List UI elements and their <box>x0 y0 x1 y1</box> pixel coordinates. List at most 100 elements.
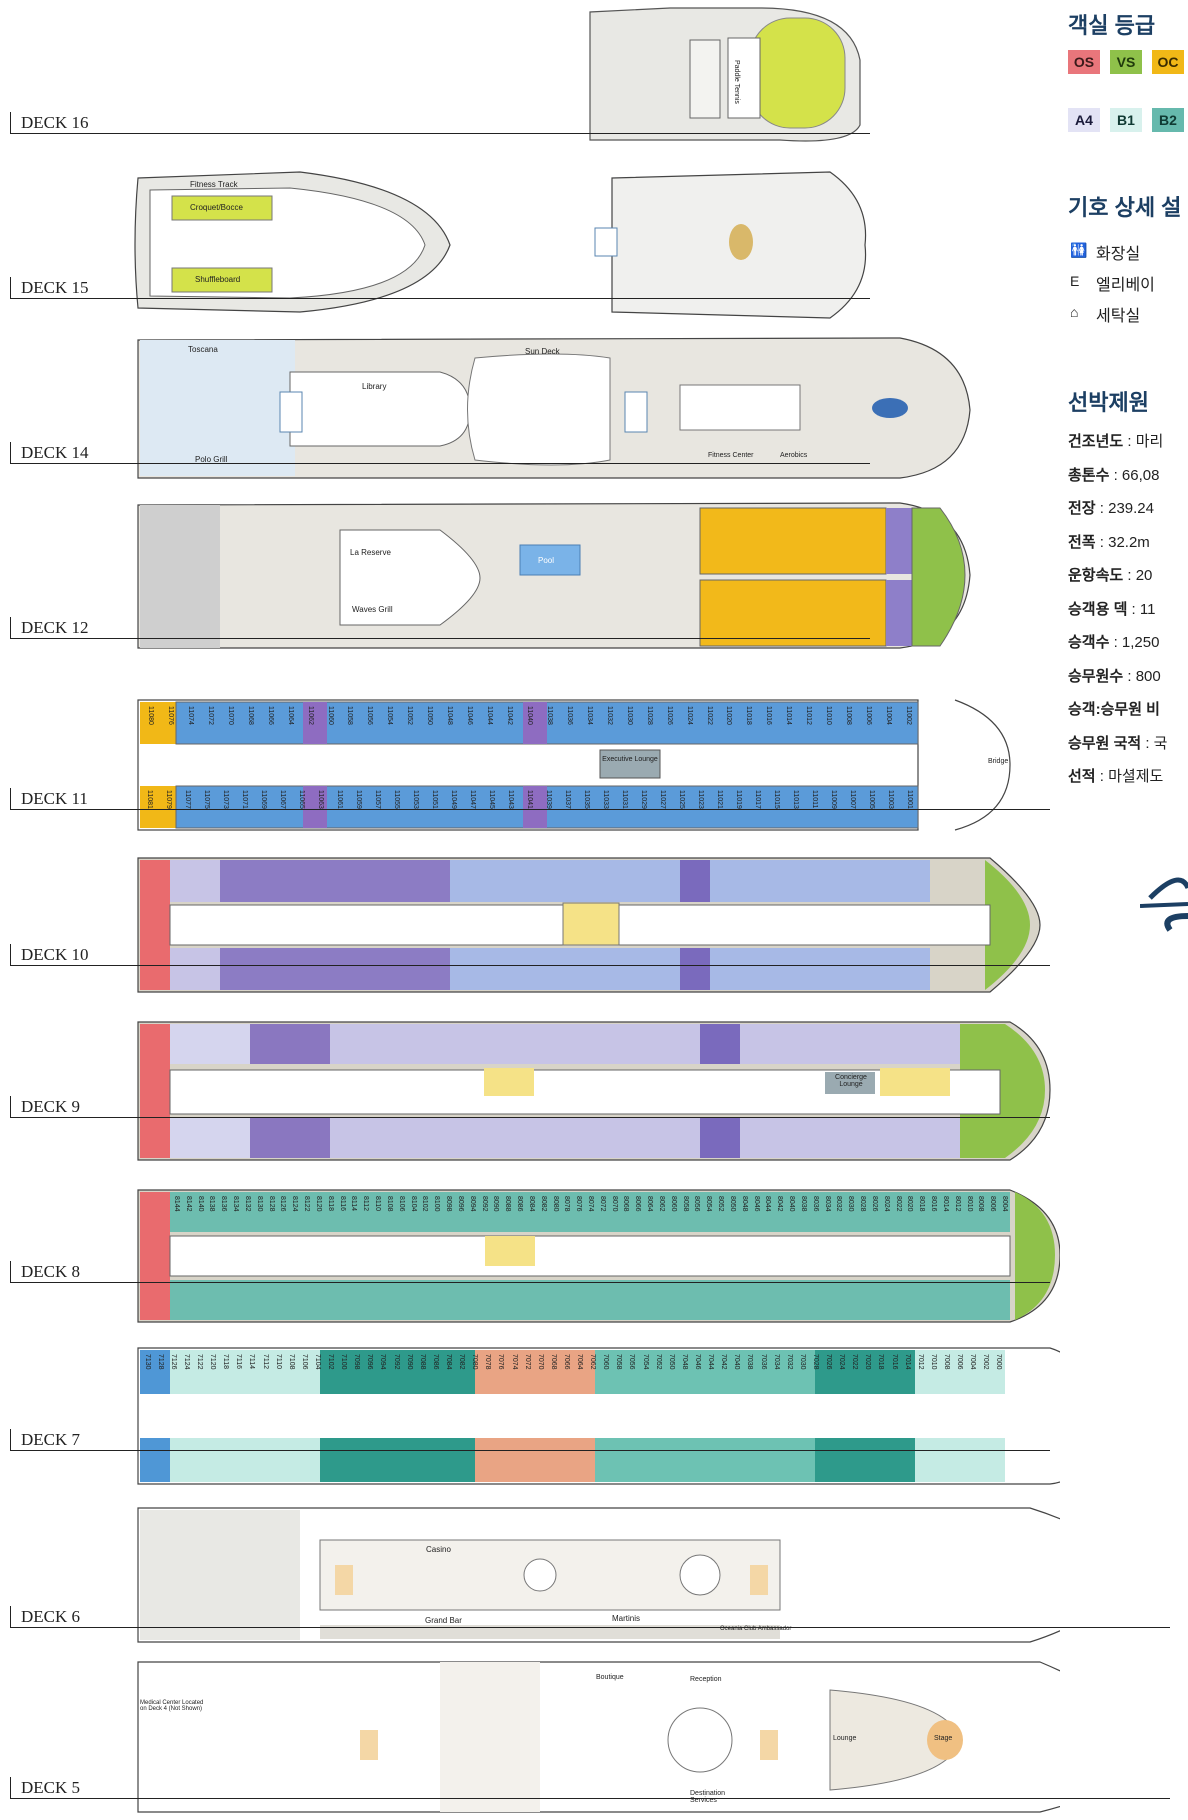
cabin-number: 11019 <box>734 790 742 809</box>
cabin-number: 7102 <box>327 1354 335 1370</box>
cabin-number: 8010 <box>965 1196 973 1212</box>
cabin-number: 7010 <box>929 1354 937 1370</box>
cabin-number: 8020 <box>906 1196 914 1212</box>
cabin-number: 8022 <box>894 1196 902 1212</box>
cabin-class-badge-a4: A4 <box>1068 108 1100 132</box>
cabin-number: 7126 <box>169 1354 177 1370</box>
cabin-number: 8018 <box>918 1196 926 1212</box>
cabin-number: 11062 <box>306 706 314 725</box>
deck14-plan <box>137 337 971 479</box>
deck12-plan <box>137 502 971 649</box>
deck7-plan <box>137 1347 1060 1485</box>
elevator-icon: E <box>1070 273 1080 289</box>
cabin-number: 11075 <box>203 790 211 809</box>
cabin-number: 7022 <box>851 1354 859 1370</box>
cabin-number: 11005 <box>867 790 875 809</box>
deck-label-deck-16: DECK 16 <box>10 112 89 134</box>
cabin-number: 11071 <box>241 790 249 809</box>
deck-divider <box>10 965 1050 966</box>
cabin-number: 11021 <box>715 790 723 809</box>
deck-divider <box>10 133 870 134</box>
cabin-number: 8130 <box>255 1196 263 1212</box>
area-fitness-track: Fitness Track <box>190 180 238 189</box>
cabin-number: 11031 <box>620 790 628 809</box>
cabin-number: 11041 <box>526 790 533 809</box>
deck-divider <box>10 638 870 639</box>
area-paddle-tennis: Paddle Tennis <box>733 60 740 104</box>
cabin-number: 11011 <box>810 790 818 809</box>
cabin-number: 11070 <box>226 706 234 725</box>
spec-key: 승무원 국적 <box>1068 734 1142 752</box>
deck-label-deck-8: DECK 8 <box>10 1261 80 1283</box>
cabin-number: 8054 <box>705 1196 713 1212</box>
spec-value: : 국 <box>1141 734 1168 752</box>
cabin-number: 8076 <box>575 1196 583 1212</box>
cabin-number: 8034 <box>823 1196 831 1212</box>
cabin-number: 7024 <box>838 1354 846 1370</box>
cabin-number: 11049 <box>450 790 458 809</box>
area-aerobics: Aerobics <box>780 452 808 459</box>
cabin-number: 7018 <box>877 1354 885 1370</box>
spec-row: 승객수 : 1,250 <box>1068 626 1167 660</box>
cabin-number: 8012 <box>953 1196 961 1212</box>
cabin-number: 8046 <box>752 1196 760 1212</box>
cabin-number: 11064 <box>286 706 294 725</box>
cabin-number: 11035 <box>582 790 590 809</box>
cabin-number: 7074 <box>510 1354 518 1370</box>
spec-key: 승무원수 <box>1068 667 1124 685</box>
cabin-number: 11076 <box>166 706 174 725</box>
cabin-number: 11009 <box>829 790 837 809</box>
cabin-number: 7006 <box>956 1354 964 1370</box>
cabin-number: 11016 <box>765 706 773 725</box>
restroom-icon: 🚻 <box>1070 242 1088 258</box>
cabin-number: 8052 <box>717 1196 725 1212</box>
oceania-logo <box>1140 877 1188 932</box>
cabin-number: 11077 <box>184 790 192 809</box>
cabin-number: 8100 <box>433 1196 441 1212</box>
cabin-number: 11069 <box>260 790 268 809</box>
cabin-number: 8064 <box>646 1196 654 1212</box>
cabin-number: 8044 <box>764 1196 772 1212</box>
cabin-number: 11059 <box>355 790 363 809</box>
deck10-plan <box>137 857 1041 993</box>
cabin-number: 7028 <box>811 1354 819 1370</box>
spec-value: : 마리 <box>1123 433 1164 450</box>
cabin-number: 11051 <box>431 790 439 809</box>
cabin-number: 7060 <box>602 1354 610 1370</box>
cabin-number: 8078 <box>563 1196 571 1212</box>
cabin-number: 7038 <box>746 1354 754 1370</box>
cabin-number: 7014 <box>903 1354 911 1370</box>
cabin-number: 7032 <box>785 1354 793 1370</box>
cabin-number: 8068 <box>622 1196 630 1212</box>
cabin-number: 8028 <box>859 1196 867 1212</box>
cabin-number: 7016 <box>890 1354 898 1370</box>
cabin-number: 8036 <box>811 1196 819 1212</box>
symbol-label: 엘리베이 <box>1096 277 1155 294</box>
deck-label-deck-9: DECK 9 <box>10 1096 80 1118</box>
cabin-number: 8092 <box>480 1196 488 1212</box>
cabin-number: 7030 <box>798 1354 806 1370</box>
deck-divider <box>10 1627 1170 1628</box>
spec-key: 총톤수 <box>1068 466 1110 484</box>
cabin-number: 7012 <box>916 1354 924 1370</box>
spec-value: : 1,250 <box>1109 634 1160 651</box>
cabin-number: 7066 <box>562 1354 570 1370</box>
area-bridge: Bridge <box>988 758 1009 765</box>
cabin-number: 7078 <box>484 1354 492 1370</box>
cabin-number: 11017 <box>753 790 761 809</box>
cabin-number: 7070 <box>536 1354 544 1370</box>
cabin-number: 8124 <box>291 1196 299 1212</box>
cabin-number: 11008 <box>845 706 853 725</box>
cabin-number: 11043 <box>507 790 515 809</box>
spec-key: 전장 <box>1068 500 1096 517</box>
spec-row: 운항속도 : 20 <box>1068 559 1167 593</box>
cabin-number: 8032 <box>835 1196 843 1212</box>
cabin-number: 11048 <box>446 706 454 725</box>
deck-label-deck-11: DECK 11 <box>10 788 88 810</box>
cabin-class-badge-b2: B2 <box>1152 108 1184 132</box>
cabin-number: 11015 <box>772 790 780 809</box>
deck16-plan <box>589 7 861 142</box>
cabin-number: 7002 <box>982 1354 990 1370</box>
cabin-number: 8008 <box>977 1196 985 1212</box>
